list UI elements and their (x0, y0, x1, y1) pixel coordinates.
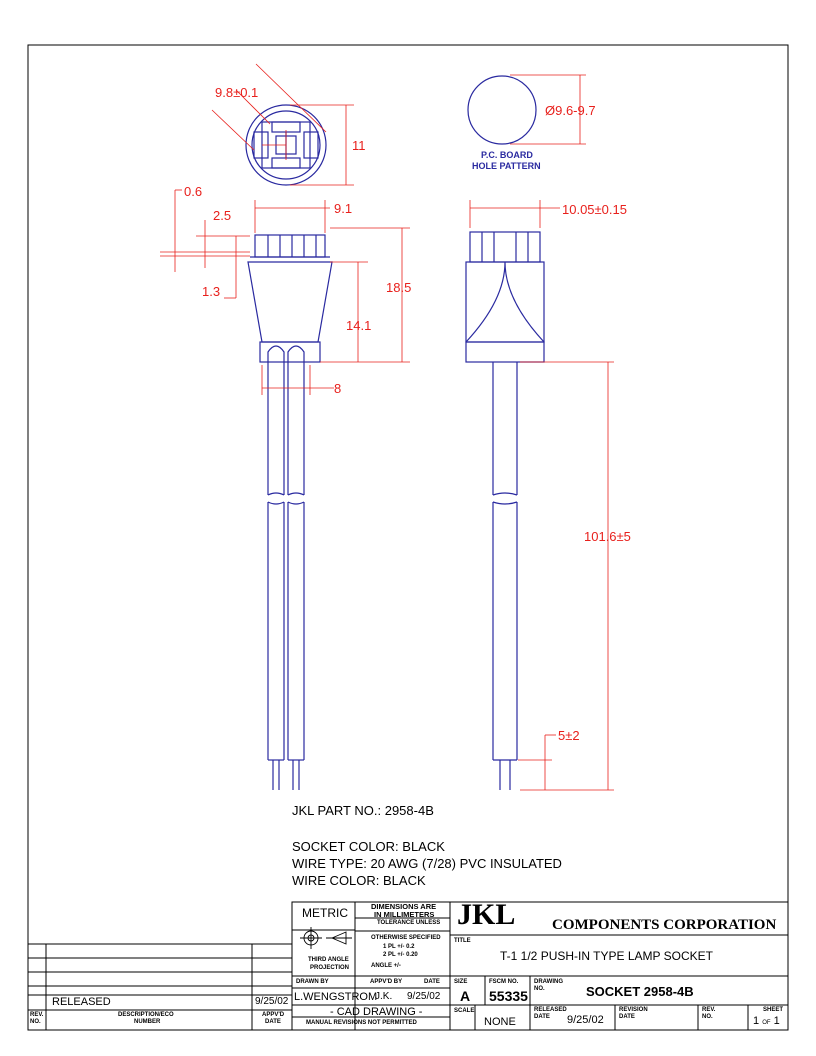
description-col-line2: NUMBER (134, 1019, 161, 1025)
sheet-label: SHEET (763, 1007, 784, 1013)
rev-no-label-line2: NO. (702, 1014, 713, 1020)
socket-color-note: SOCKET COLOR: BLACK (292, 839, 445, 854)
description-col-line1: DESCRIPTION/ECO (118, 1012, 174, 1018)
dim-top-width: 9.8±0.1 (215, 85, 258, 100)
tolerance-1pl: 1 PL +/- 0.2 (383, 944, 415, 950)
tolerance-2pl: 2 PL +/- 0.20 (383, 952, 418, 958)
dim-flange-gap: 0.6 (184, 184, 202, 199)
tolerance-line1: TOLERANCE UNLESS (377, 920, 441, 926)
sheet-total: 1 (773, 1015, 780, 1027)
manual-revisions-note: MANUAL REVISIONS NOT PERMITTED (306, 1020, 417, 1026)
drawn-by-value: L.WENGSTROM (294, 991, 378, 1003)
sheet-value: 1 OF 1 (753, 1015, 780, 1029)
title-label: TITLE (454, 938, 471, 944)
dim-strip-length: 5±2 (558, 728, 580, 743)
dims-are-line2: IN MILLIMETERS (374, 910, 435, 919)
released-date-label-line2: DATE (534, 1014, 550, 1020)
dim-rim-height: 2.5 (213, 208, 231, 223)
dim-top-height: 11 (352, 138, 366, 153)
rev-no-col-line1: REV. (30, 1012, 44, 1018)
size-label: SIZE (454, 979, 468, 985)
sheet-of: OF (762, 1020, 771, 1026)
rev-no-label-line1: REV. (702, 1007, 716, 1013)
dim-wire-spacing: 8 (334, 381, 341, 396)
revision-date-label-line2: DATE (619, 1014, 635, 1020)
part-number-note: JKL PART NO.: 2958-4B (292, 803, 434, 818)
scale-label: SCALE (454, 1008, 475, 1014)
wire-type-note: WIRE TYPE: 20 AWG (7/28) PVC INSULATED (292, 856, 562, 871)
date-value: 9/25/02 (407, 991, 441, 1002)
hole-dims (510, 74, 586, 145)
front-view (247, 234, 333, 790)
company-logo: JKL (457, 898, 516, 931)
appvd-col-line1: APPV'D (262, 1012, 285, 1018)
dim-side-width: 10.05±0.15 (562, 202, 627, 217)
dims-are-line1: DIMENSIONS ARE (371, 902, 437, 911)
scale-value: NONE (484, 1016, 516, 1028)
sheet-number: 1 (753, 1015, 760, 1027)
title-block-grid (27, 901, 789, 1031)
drawing-no-label-line1: DRAWING (534, 979, 563, 985)
approved-by-value: J.K. (375, 991, 393, 1002)
revision-date-label-line1: REVISION (619, 1007, 648, 1013)
wire-color-note: WIRE COLOR: BLACK (292, 873, 426, 888)
top-view-dims (211, 63, 354, 186)
side-view (465, 231, 545, 790)
projection-symbol (300, 927, 352, 949)
fscm-label: FSCM NO. (489, 979, 519, 985)
tolerance-line2: OTHERWISE SPECIFIED (371, 935, 441, 941)
date-label: DATE (424, 979, 440, 985)
approved-by-label: APPV'D BY (370, 979, 403, 985)
dim-body-width: 9.1 (334, 201, 352, 216)
front-view-dims (160, 189, 410, 395)
released-date-label-line1: RELEASED (534, 1007, 567, 1013)
drawing-number: SOCKET 2958-4B (586, 984, 694, 999)
pcb-hole (467, 75, 537, 145)
dim-hole-diameter: Ø9.6-9.7 (545, 103, 596, 118)
revision-released: RELEASED (52, 996, 111, 1008)
dim-lead-length: 101.6±5 (584, 529, 631, 544)
metric-label: METRIC (302, 906, 348, 920)
revision-released-date: 9/25/02 (255, 996, 289, 1007)
drawn-by-label: DRAWN BY (296, 979, 329, 985)
released-date-value: 9/25/02 (567, 1014, 604, 1026)
drawing-title: T-1 1/2 PUSH-IN TYPE LAMP SOCKET (500, 949, 713, 963)
drawing-no-label-line2: NO. (534, 986, 545, 992)
size-value: A (460, 988, 471, 1004)
company-name: COMPONENTS CORPORATION (552, 917, 777, 933)
dim-lower-height: 14.1 (346, 318, 371, 333)
hole-label-line1: P.C. BOARD (481, 150, 533, 160)
side-view-dims (469, 200, 614, 791)
tolerance-angle: ANGLE +/- (371, 963, 401, 969)
third-angle-line2: PROJECTION (310, 965, 350, 971)
cad-drawing-label: - CAD DRAWING - (330, 1006, 423, 1018)
dim-body-height: 18.5 (386, 280, 411, 295)
rev-no-col-line2: NO. (30, 1019, 41, 1025)
appvd-col-line2: DATE (265, 1019, 281, 1025)
dim-lip: 1.3 (202, 284, 220, 299)
hole-label-line2: HOLE PATTERN (472, 161, 541, 171)
fscm-value: 55335 (489, 988, 528, 1004)
third-angle-line1: THIRD ANGLE (308, 957, 349, 963)
